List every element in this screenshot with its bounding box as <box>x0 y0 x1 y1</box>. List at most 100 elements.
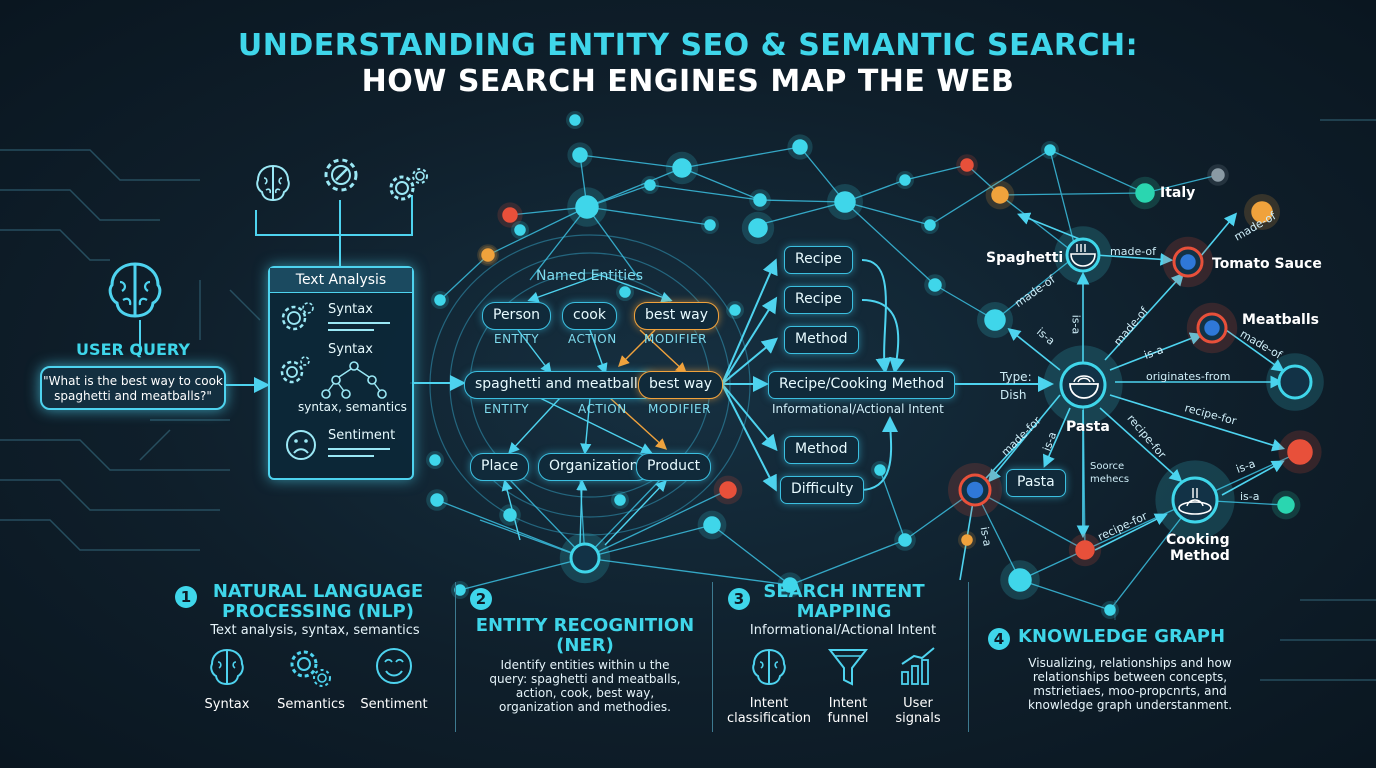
network-node <box>713 475 743 505</box>
text-analysis-item-3: syntax, semantics <box>298 400 407 414</box>
user-query-box[interactable]: "What is the best way to cook spaghetti … <box>40 366 226 410</box>
text-line-decor <box>328 448 390 450</box>
ner-orange-arrows <box>609 329 688 450</box>
entity-person-type: ENTITY <box>494 332 540 346</box>
kg-node-pasta: Pasta <box>1066 419 1110 435</box>
entity-place[interactable]: Place <box>470 453 530 481</box>
section-4-text-l4: knowledge graph understanment. <box>1027 698 1233 712</box>
gears-icon <box>389 168 428 201</box>
network-node <box>958 531 976 549</box>
intent-method-2[interactable]: Method <box>784 436 859 464</box>
section-2-title-l2: (NER) <box>556 635 614 656</box>
section-divider <box>455 582 456 732</box>
user-query-text-line1: "What is the best way to cook <box>43 374 223 388</box>
network-node <box>948 463 1002 517</box>
network-node <box>566 111 584 129</box>
section-4-number: 4 <box>988 628 1010 650</box>
entity-best-way[interactable]: best way <box>634 302 720 330</box>
network-node <box>499 504 521 526</box>
network-node <box>1244 194 1280 230</box>
tree-diagram-icon <box>321 361 387 399</box>
network-node <box>924 274 946 296</box>
section-1-number: 1 <box>175 586 197 608</box>
section-2-text-l2: query: spaghetti and meatballs, <box>489 672 681 686</box>
entity-best-way-2[interactable]: best way <box>638 371 724 399</box>
network-node <box>977 302 1013 338</box>
flow-arrows <box>139 195 1054 492</box>
entity-best-way-type: MODIFIER <box>644 332 707 346</box>
kg-node-pasta-box[interactable]: Pasta <box>1006 469 1066 497</box>
intent-method-1[interactable]: Method <box>784 326 859 354</box>
edge-source-l2: mehecs <box>1090 474 1130 485</box>
section-2-text-l3: action, cook, best way, <box>515 686 655 700</box>
network-node <box>1278 430 1322 474</box>
network-node <box>1186 302 1238 354</box>
brain-icon <box>256 164 290 202</box>
network-node <box>1162 236 1214 288</box>
network-node <box>697 510 727 540</box>
network-node <box>1000 560 1040 600</box>
network-node <box>616 283 634 301</box>
text-line-decor <box>328 455 374 457</box>
section-1-icon-caption-3: Sentiment <box>360 697 428 712</box>
entity-spaghetti-type: ENTITY <box>484 402 530 416</box>
network-node <box>777 572 803 598</box>
network-node <box>749 189 771 211</box>
network-node <box>921 216 939 234</box>
network-node <box>871 461 889 479</box>
edge-is-a-6: is-a <box>1240 490 1260 503</box>
entity-organization[interactable]: Organization <box>538 453 650 481</box>
network-node <box>511 221 529 239</box>
section-3-icon-caption-2-l1: Intent <box>828 696 868 711</box>
ner-arrows <box>501 274 673 546</box>
section-3-icon-caption-3-l2: signals <box>895 711 941 726</box>
section-3-icon-caption-1-l1: Intent <box>749 696 789 711</box>
section-2-text-l1: Identify entities within u the <box>500 658 670 672</box>
network-node <box>1271 490 1301 520</box>
network-node <box>1043 345 1123 425</box>
text-analysis-title: Text Analysis <box>270 268 412 293</box>
text-analysis-panel: Text Analysis Syntax Syntax syntax, sema… <box>268 266 414 480</box>
text-analysis-item-1: Syntax <box>328 302 373 317</box>
intent-recipe-2[interactable]: Recipe <box>784 286 853 314</box>
section-3-text: Informational/Actional Intent <box>749 623 937 638</box>
network-node <box>1041 141 1059 159</box>
network-node <box>787 134 813 160</box>
network-node <box>956 154 978 176</box>
entity-spaghetti-meatballs[interactable]: spaghetti and meatballs <box>464 371 657 399</box>
entity-person[interactable]: Person <box>482 302 552 330</box>
section-1-icon-caption-1: Syntax <box>204 697 250 712</box>
kg-node-tomato-sauce: Tomato Sauce <box>1212 256 1322 272</box>
network-node <box>479 246 497 264</box>
section-3-icon-caption-3-l1: User <box>903 696 933 711</box>
intent-recipe-1[interactable]: Recipe <box>784 246 853 274</box>
edge-made-of-1: made-of <box>1110 245 1156 258</box>
pasta-plate-icon <box>1178 488 1212 515</box>
user-query-label: USER QUERY <box>76 340 190 359</box>
section-3-title-l1: SEARCH INTENT <box>763 581 925 602</box>
section-3-icon-caption-1-l2: classification <box>726 711 812 726</box>
section-4-title: KNOWLEDGE GRAPH <box>1018 626 1226 647</box>
page-title-line2: HOW SEARCH ENGINES MAP THE WEB <box>361 64 1015 99</box>
entity-product[interactable]: Product <box>636 453 712 481</box>
section-4-text-l2: relationships between concepts, <box>1032 670 1228 684</box>
section-3-number: 3 <box>728 588 750 610</box>
intent-difficulty[interactable]: Difficulty <box>780 476 865 504</box>
network-node <box>896 171 914 189</box>
network-node <box>641 176 659 194</box>
user-query-text-line2: spaghetti and meatballs?" <box>54 389 212 403</box>
section-3-title-l2: MAPPING <box>796 601 892 622</box>
section-2-title-l1: ENTITY RECOGNITION <box>475 615 695 636</box>
network-node <box>497 202 523 228</box>
section-1-text: Text analysis, syntax, semantics <box>210 623 420 638</box>
entity-cook-type: ACTION <box>568 332 617 346</box>
page-title-line1: UNDERSTANDING ENTITY SEO & SEMANTIC SEAR… <box>237 28 1139 63</box>
network-node <box>567 142 593 168</box>
network-node <box>894 529 916 551</box>
intent-recipe-cooking-method[interactable]: Recipe/Cooking Method <box>768 371 956 399</box>
smiley-icon <box>376 648 412 684</box>
text-line-decor <box>328 329 374 331</box>
named-entities-heading: Named Entities <box>536 268 644 284</box>
entity-cook[interactable]: cook <box>562 302 617 330</box>
section-4-text-l3: mstrietiaes, moo-propcnrts, and <box>1033 684 1227 698</box>
